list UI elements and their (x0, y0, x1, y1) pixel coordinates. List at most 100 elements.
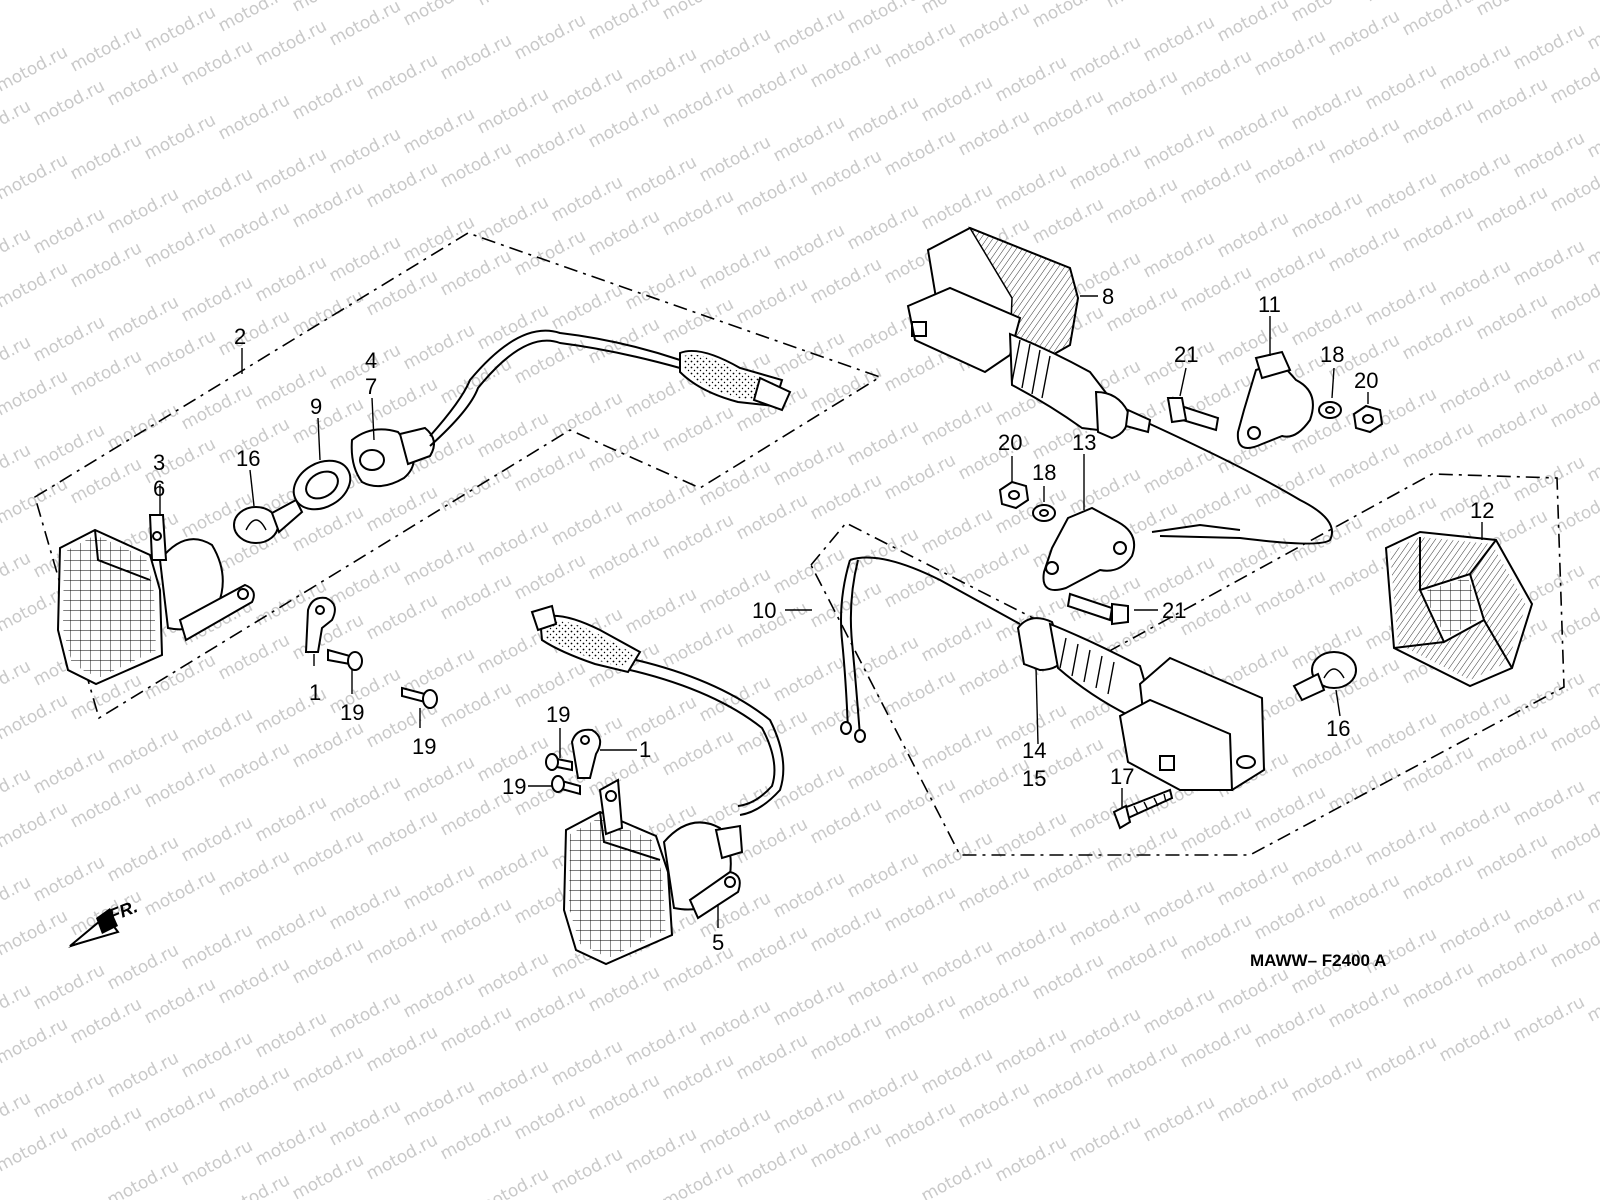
watermark-text: motod.ru (400, 104, 478, 158)
watermark-text: motod.ru (437, 894, 515, 948)
watermark-text: motod.ru (696, 456, 774, 510)
watermark-text: motod.ru (215, 1170, 293, 1200)
watermark-text: motod.ru (104, 1156, 182, 1200)
watermark-text: motod.ru (1584, 108, 1600, 162)
callout-5: 5 (712, 930, 724, 955)
screw-d (551, 775, 581, 796)
watermark-text: motod.ru (1510, 884, 1588, 938)
watermark-text: motod.ru (141, 758, 219, 812)
watermark-text: motod.ru (659, 294, 737, 348)
watermark-text: motod.ru (400, 1076, 478, 1130)
watermark-text: motod.ru (363, 482, 441, 536)
watermark-text: motod.ru (1140, 120, 1218, 174)
watermark-text: motod.ru (1288, 188, 1366, 242)
watermark-text: motod.ru (881, 882, 959, 936)
callout-17: 17 (1110, 764, 1134, 789)
watermark-text: motod.ru (67, 1102, 145, 1156)
watermark-text: motod.ru (0, 332, 34, 386)
watermark-text: motod.ru (733, 0, 811, 4)
watermark-text: motod.ru (474, 84, 552, 138)
watermark-text: motod.ru (1473, 938, 1551, 992)
watermark-text: motod.ru (1399, 418, 1477, 472)
callout-21a: 21 (1174, 342, 1198, 367)
watermark-text: motod.ru (30, 76, 108, 130)
watermark-text: motod.ru (548, 280, 626, 334)
cord-clamp-right (570, 728, 602, 779)
watermark-text: motod.ru (696, 24, 774, 78)
right-assembly-boundary (810, 473, 1565, 856)
callout-7: 7 (365, 374, 377, 399)
watermark-text: motod.ru (1399, 958, 1477, 1012)
watermark-text: motod.ru (696, 240, 774, 294)
watermark-text: motod.ru (1177, 46, 1255, 100)
watermark-text: motod.ru (252, 1116, 330, 1170)
watermark-text: motod.ru (659, 78, 737, 132)
watermark-text: motod.ru (178, 1136, 256, 1190)
watermark-text: motod.ru (326, 556, 404, 610)
watermark-text: motod.ru (437, 1002, 515, 1056)
watermark-text: motod.ru (400, 0, 478, 30)
bolt-upper (1166, 397, 1220, 432)
watermark-text: motod.ru (511, 334, 589, 388)
watermark-text: motod.ru (1214, 856, 1292, 910)
watermark-text: motod.ru (0, 548, 34, 602)
watermark-text: motod.ru (1251, 890, 1329, 944)
watermark-text: motod.ru (511, 226, 589, 280)
leader-lines (159, 295, 1483, 928)
watermark-text: motod.ru (918, 612, 996, 666)
watermark-text: motod.ru (511, 1090, 589, 1144)
watermark-text: motod.ru (289, 1042, 367, 1096)
watermark-text: motod.ru (1251, 458, 1329, 512)
watermark-text: motod.ru (1547, 702, 1600, 756)
watermark-text: motod.ru (807, 902, 885, 956)
watermark-text: motod.ru (474, 300, 552, 354)
watermark-text: motod.ru (733, 922, 811, 976)
bracket-lower (1042, 506, 1136, 591)
watermark-text: motod.ru (1251, 134, 1329, 188)
watermark-text: motod.ru (622, 152, 700, 206)
watermark-text: motod.ru (1029, 842, 1107, 896)
watermark-text: motod.ru (1584, 540, 1600, 594)
callout-18b: 18 (1032, 460, 1056, 485)
watermark-text: motod.ru (1325, 978, 1403, 1032)
watermark-text: motod.ru (585, 98, 663, 152)
watermark-text: motod.ru (141, 218, 219, 272)
watermark-text: motod.ru (178, 380, 256, 434)
watermark-text: motod.ru (585, 530, 663, 584)
watermark-text: motod.ru (400, 860, 478, 914)
watermark-text: motod.ru (252, 900, 330, 954)
watermark-text: motod.ru (363, 1022, 441, 1076)
watermark-text: motod.ru (0, 440, 34, 494)
watermark-text: motod.ru (178, 164, 256, 218)
watermark-text: motod.ru (400, 752, 478, 806)
watermark-text: motod.ru (622, 44, 700, 98)
watermark-text: motod.ru (289, 718, 367, 772)
washer-lower (1032, 504, 1056, 522)
watermark-text: motod.ru (585, 422, 663, 476)
watermark-text: motod.ru (67, 778, 145, 832)
watermark-text: motod.ru (807, 794, 885, 848)
watermark-text: motod.ru (1251, 566, 1329, 620)
watermark-text: motod.ru (992, 52, 1070, 106)
watermark-text: motod.ru (1436, 364, 1514, 418)
watermark-text: motod.ru (1177, 910, 1255, 964)
rear-turn-signal-upper (906, 226, 1333, 545)
watermark-text: motod.ru (1399, 850, 1477, 904)
callout-12: 12 (1470, 498, 1494, 523)
watermark-text: motod.ru (1177, 586, 1255, 640)
watermark-text: motod.ru (1251, 242, 1329, 296)
watermark-text: motod.ru (955, 970, 1033, 1024)
watermark-text: motod.ru (326, 124, 404, 178)
watermark-text: motod.ru (363, 158, 441, 212)
watermark-text: motod.ru (770, 544, 848, 598)
watermark-text: motod.ru (104, 184, 182, 238)
watermark-text: motod.ru (215, 954, 293, 1008)
callout-9: 9 (310, 394, 322, 419)
watermark-text: motod.ru (30, 204, 108, 258)
watermark-text: motod.ru (770, 868, 848, 922)
watermark-text: motod.ru (770, 976, 848, 1030)
watermark-text: motod.ru (844, 1064, 922, 1118)
watermark-text: motod.ru (0, 150, 71, 204)
watermark-text: motod.ru (1584, 972, 1600, 1026)
